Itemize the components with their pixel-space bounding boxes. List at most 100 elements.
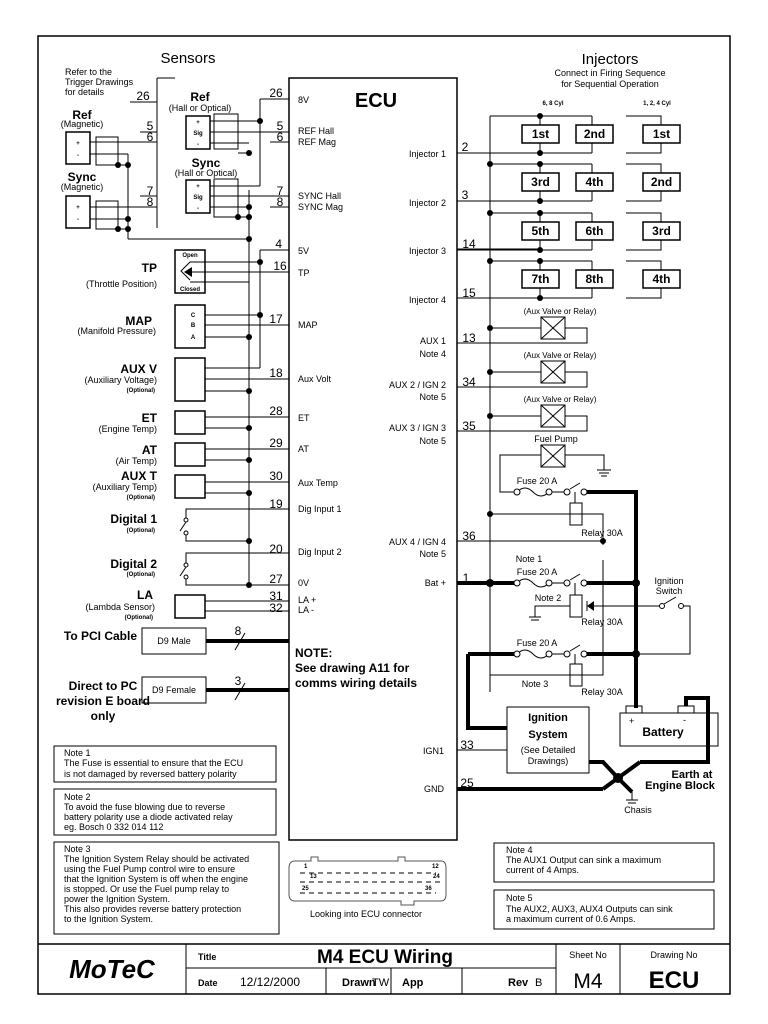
sig-terminal: Sig (193, 195, 203, 201)
auxt-optional: (Optional) (127, 495, 155, 501)
injector-b (575, 221, 614, 241)
injector-c (642, 269, 681, 289)
ecu-label-injector-3: Injector 3 (409, 246, 446, 256)
battery (619, 712, 719, 747)
sync-mag-desc: (Magnetic) (61, 182, 104, 192)
connector-pin: 36 (425, 886, 432, 892)
plus-terminal: + (76, 205, 80, 211)
connector-pin: 1 (304, 864, 308, 870)
ecu-label-aux1: AUX 1 (420, 336, 446, 346)
ecu-label-aux4: AUX 4 / IGN 4 (389, 537, 446, 547)
pin-31: 31 (269, 589, 283, 603)
chasis-label: Chasis (624, 805, 652, 815)
plus-terminal: + (76, 141, 80, 147)
drawing-title: M4 ECU Wiring (317, 947, 453, 968)
map-pin-c: C (191, 313, 196, 319)
injector-c (642, 124, 681, 144)
ecu-label-8v: 8V (298, 95, 309, 105)
injector-a-label: 3rd (531, 175, 550, 189)
ignition-system-label: System (528, 729, 567, 741)
digital2-name: Digital 2 (110, 557, 157, 571)
la-sensor (174, 594, 206, 619)
la-name: LA (137, 588, 153, 602)
shield (95, 136, 119, 166)
ecu-label-5v: 5V (298, 246, 309, 256)
note-text: eg. Bosch 0 332 014 112 (64, 822, 163, 832)
injector-a-label: 5th (532, 224, 550, 238)
note-text: The Fuse is essential to ensure that the… (64, 758, 243, 768)
cyl-6-8-label: 6, 8 Cyl (542, 101, 563, 107)
sheet-border (37, 35, 731, 995)
la-optional: (Optional) (125, 615, 153, 621)
ecu-label-injector-2: Injector 2 (409, 198, 446, 208)
pin-26: 26 (269, 86, 283, 100)
fuel-pump (540, 444, 566, 468)
pin-5: 5 (277, 119, 284, 133)
map-pin-b: B (191, 323, 196, 329)
sensors-heading: Sensors (160, 50, 215, 67)
pin-28: 28 (269, 404, 283, 418)
connector-pin: 24 (433, 874, 440, 880)
ecu-label-ref-mag: REF Mag (298, 137, 336, 147)
cyl-1-2-4-label: 1, 2, 4 Cyl (643, 101, 671, 107)
note-text: a maximum current of 0.6 Amps. (506, 914, 636, 924)
note-text: The Ignition System Relay should be acti… (64, 854, 249, 864)
sheet-value: M4 (573, 970, 602, 993)
drawn-label: Drawn (342, 977, 376, 989)
earth-label: Earth at (672, 769, 713, 781)
pin-29: 29 (269, 436, 283, 450)
pin-32: 32 (269, 601, 283, 615)
ignition-switch (663, 596, 677, 605)
pin-13: 13 (462, 331, 476, 345)
note-text: Note 1 (64, 748, 91, 758)
note1-ref: Note 1 (516, 554, 543, 564)
note-text: current of 4 Amps. (506, 865, 579, 875)
wires-count-3: 3 (235, 674, 242, 688)
ecu-label-gnd: GND (424, 784, 445, 794)
map-pin-a: A (191, 335, 196, 341)
ignition-switch-label: Switch (656, 586, 683, 596)
auxv-name: AUX V (120, 362, 157, 376)
earth-point (613, 773, 623, 783)
sig-terminal: Sig (193, 131, 203, 137)
ecu-note: See drawing A11 for (295, 661, 410, 675)
rev-label: Rev (508, 977, 529, 989)
rev-value: B (535, 977, 542, 989)
ecu-note: NOTE: (295, 646, 332, 660)
pin-8: 8 (277, 195, 284, 209)
wires-count-8: 8 (235, 624, 242, 638)
ecu-label-0v: 0V (298, 578, 309, 588)
auxv-sensor (174, 357, 206, 402)
ecu-label-injector-1: Injector 1 (409, 149, 446, 159)
injector-c (642, 221, 681, 241)
ignition-system-note: Drawings) (528, 756, 569, 766)
map-desc: (Manifold Pressure) (77, 326, 156, 336)
ecu-label-note5: Note 5 (419, 392, 446, 402)
injector-b (575, 172, 614, 192)
et-sensor (174, 410, 206, 435)
minus-terminal: - (77, 153, 79, 159)
digital1-optional: (Optional) (127, 528, 155, 534)
motec-logo: MoTeC (69, 954, 156, 984)
digital1-name: Digital 1 (110, 512, 157, 526)
app-label: App (402, 977, 424, 989)
note-5-box: Note 5 The AUX2, AUX3, AUX4 Outputs can … (493, 889, 715, 930)
ecu-label-aux-volt: Aux Volt (298, 374, 332, 384)
note-text: using the Fuel Pump control wire to ensu… (64, 864, 235, 874)
note-text: Note 3 (64, 844, 91, 854)
direct-pc-label: Direct to PC (69, 679, 138, 693)
refer-note-line: for details (65, 87, 105, 97)
title-block: MoTeC Title M4 ECU Wiring Date 12/12/200… (38, 943, 730, 994)
ecu-label-bat-plus: Bat + (425, 578, 446, 588)
injector-c-label: 3rd (652, 224, 671, 238)
injector-c-label: 2nd (651, 175, 672, 189)
note-text: is not damaged by reversed battery polar… (64, 769, 237, 779)
injector-a (521, 269, 560, 289)
ecu-label-tp: TP (298, 268, 310, 278)
aux-valve-label: (Aux Valve or Relay) (524, 395, 597, 404)
pin-26: 26 (136, 89, 150, 103)
pin-18: 18 (269, 366, 283, 380)
pin-2: 2 (462, 140, 469, 154)
